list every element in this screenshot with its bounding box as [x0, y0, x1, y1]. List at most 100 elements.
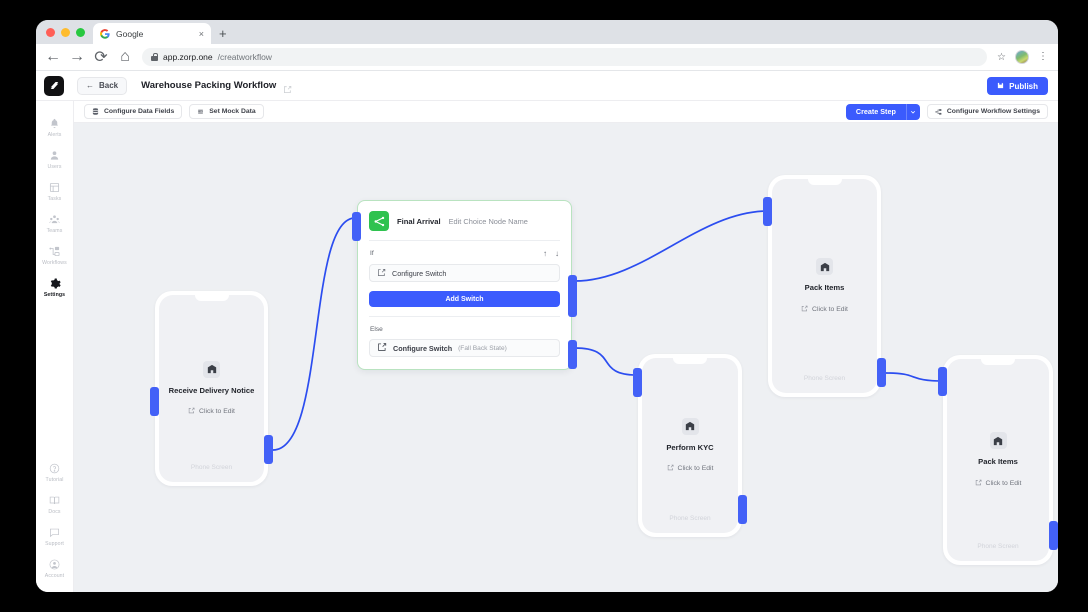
node-handle-right[interactable] [738, 495, 747, 524]
phone-notch [673, 358, 707, 364]
node-edit-label: Click to Edit [677, 465, 714, 473]
phone-node-pack-items-top[interactable]: Pack Items Click to Edit Phone Screen [763, 175, 886, 397]
configure-data-fields-label: Configure Data Fields [104, 108, 175, 115]
node-edit-label: Click to Edit [985, 479, 1022, 487]
browser-url-bar: ← → ⟳ ⌂ app.zorp.one/creatworkflow ☆ ⋮ [36, 44, 1058, 71]
back-button[interactable]: ← Back [77, 76, 128, 95]
add-switch-button[interactable]: Add Switch [369, 291, 560, 307]
page-title-group: Warehouse Packing Workflow [141, 80, 292, 93]
maximize-window-button[interactable] [76, 27, 85, 37]
sidebar-item-tutorial[interactable]: Tutorial [36, 456, 73, 488]
browser-back-icon[interactable]: ← [45, 48, 61, 65]
choice-node-subtitle[interactable]: Edit Choice Node Name [448, 216, 528, 226]
create-step-button[interactable]: Create Step [845, 103, 906, 120]
phone-screen: Pack Items Click to Edit Phone Screen [947, 359, 1049, 561]
browser-forward-icon[interactable]: → [69, 48, 85, 65]
phone-node-perform-kyc[interactable]: Perform KYC Click to Edit Phone Screen [633, 354, 747, 537]
configure-data-fields-button[interactable]: Configure Data Fields [84, 104, 183, 119]
sidebar-item-alerts[interactable]: Alerts [36, 111, 73, 143]
sidebar-item-docs[interactable]: Docs [36, 488, 73, 520]
browser-reload-icon[interactable]: ⟳ [94, 49, 108, 66]
else-label: Else [369, 316, 560, 339]
edge-choice-else-to-perform-kyc [574, 347, 638, 376]
database-icon [92, 108, 99, 115]
publish-button[interactable]: Publish [987, 77, 1048, 95]
sidebar-item-support[interactable]: Support [36, 520, 73, 552]
warehouse-icon [203, 360, 220, 378]
node-handle-left[interactable] [763, 197, 772, 226]
sidebar-item-tasks[interactable]: Tasks [36, 175, 73, 207]
choice-node-name: Final Arrival [397, 216, 441, 226]
pencil-square-icon [667, 464, 674, 473]
new-tab-button[interactable]: + [219, 26, 227, 41]
choice-handle-if-right[interactable] [568, 275, 577, 317]
configure-workflow-settings-label: Configure Workflow Settings [946, 108, 1040, 115]
node-handle-right[interactable] [264, 435, 273, 464]
choice-node-header: Final Arrival Edit Choice Node Name [369, 211, 560, 241]
phone-screen: Pack Items Click to Edit Phone Screen [772, 179, 877, 393]
browser-home-icon[interactable]: ⌂ [120, 48, 130, 65]
node-edit-action[interactable]: Click to Edit [667, 464, 714, 473]
arrow-up-icon[interactable]: ↑ [543, 249, 547, 258]
node-handle-right[interactable] [1049, 521, 1058, 550]
choice-handle-else-right[interactable] [568, 340, 577, 369]
phone-screen: Perform KYC Click to Edit Phone Screen [642, 358, 738, 533]
minimize-window-button[interactable] [61, 27, 70, 37]
address-input[interactable]: app.zorp.one/creatworkflow [142, 48, 988, 66]
phone-node-receive-delivery-notice[interactable]: Receive Delivery Notice Click to Edit Ph… [150, 291, 273, 486]
node-edit-action[interactable]: Click to Edit [188, 407, 235, 416]
chrome-profile-avatar[interactable] [1015, 50, 1029, 64]
set-mock-data-button[interactable]: Set Mock Data [189, 104, 264, 119]
if-label: If [370, 250, 374, 257]
node-handle-left[interactable] [938, 367, 947, 396]
node-edit-action[interactable]: Click to Edit [975, 479, 1022, 488]
warehouse-icon [681, 417, 699, 435]
sidebar-item-settings[interactable]: Settings [36, 271, 73, 303]
sidebar-item-workflows[interactable]: Workflows [36, 239, 73, 271]
gear-icon [48, 277, 61, 290]
configure-switch-button[interactable]: Configure Switch [369, 264, 560, 282]
user-icon [48, 149, 61, 162]
sidebar-item-teams[interactable]: Teams [36, 207, 73, 239]
sidebar-item-users[interactable]: Users [36, 143, 73, 175]
save-disk-icon [997, 82, 1004, 91]
node-edit-action[interactable]: Click to Edit [801, 305, 848, 314]
node-title: Receive Delivery Notice [168, 385, 255, 395]
window-traffic-lights [44, 20, 93, 44]
account-icon [48, 558, 61, 571]
choice-handle-left[interactable] [352, 212, 361, 241]
workflow-canvas[interactable]: Receive Delivery Notice Click to Edit Ph… [74, 123, 1058, 592]
sidebar-item-account[interactable]: Account [36, 552, 73, 584]
arrow-down-icon[interactable]: ↓ [555, 249, 559, 258]
chevron-down-icon[interactable] [905, 103, 920, 120]
browser-menu-icon[interactable]: ⋮ [1038, 51, 1048, 62]
close-icon[interactable]: × [198, 28, 204, 39]
zorp-logo-icon[interactable] [44, 75, 64, 96]
choice-node-final-arrival[interactable]: Final Arrival Edit Choice Node Name If ↑… [352, 200, 577, 370]
configure-workflow-settings-button[interactable]: Configure Workflow Settings [926, 104, 1048, 119]
node-handle-right[interactable] [877, 358, 886, 387]
choice-branch-icon [369, 211, 389, 231]
node-handle-left[interactable] [150, 387, 159, 416]
if-row: If ↑ ↓ [369, 241, 560, 264]
phone-node-pack-items-bottom[interactable]: Pack Items Click to Edit Phone Screen [938, 355, 1058, 565]
configure-fallback-switch-button[interactable]: Configure Switch (Fall Back State) [369, 339, 560, 357]
sidebar-item-label: Account [44, 573, 65, 579]
node-handle-left[interactable] [633, 368, 642, 397]
back-button-label: Back [99, 81, 119, 90]
sidebar-item-label: Tasks [47, 196, 62, 202]
arrow-left-icon: ← [86, 81, 94, 90]
toolbar-right-group: Create Step Configure Workflow Settings [845, 103, 1048, 120]
edge-choice-to-pack-items-top [574, 210, 769, 282]
edit-title-icon[interactable] [283, 81, 292, 93]
browser-window: Google × + ← → ⟳ ⌂ app.zorp.one/creatwor… [36, 20, 1058, 592]
chat-icon [48, 526, 61, 539]
phone-notch [981, 359, 1015, 365]
bookmark-star-icon[interactable]: ☆ [997, 51, 1006, 63]
close-window-button[interactable] [46, 27, 55, 37]
book-icon [48, 494, 61, 507]
browser-tab-strip: Google × + [36, 20, 1058, 44]
sidebar-item-label: Support [45, 541, 64, 547]
sidebar-item-label: Docs [48, 509, 61, 515]
browser-tab[interactable]: Google × [93, 23, 211, 44]
